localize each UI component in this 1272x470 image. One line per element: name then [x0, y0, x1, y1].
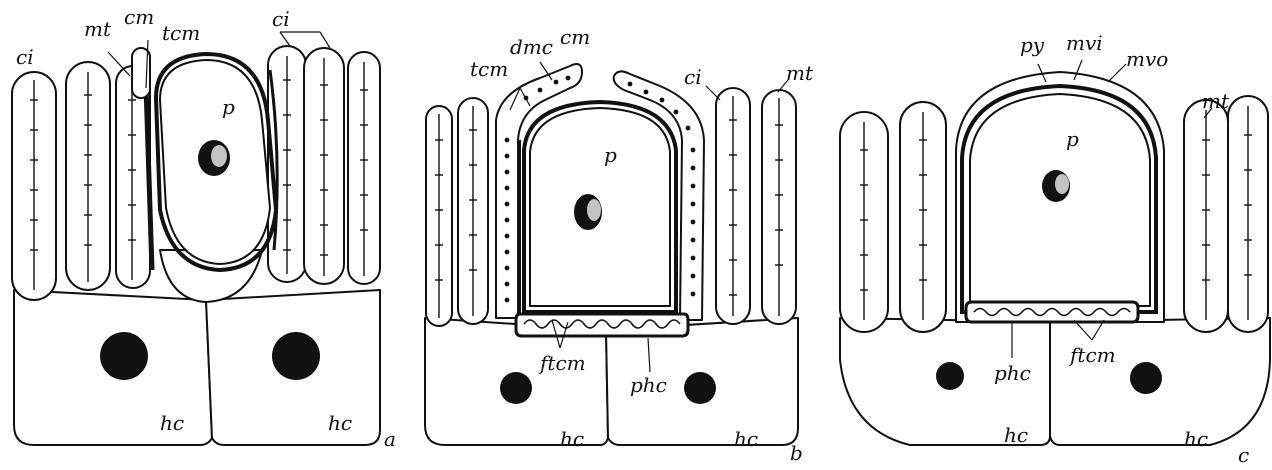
label-cm: cm — [124, 5, 154, 29]
label-tcm: tcm — [162, 21, 200, 45]
label-dmc: dmc — [510, 35, 553, 59]
label-hc: hc — [1184, 427, 1208, 451]
label-phc: phc — [994, 361, 1031, 385]
panel-letter: b — [790, 441, 803, 465]
panel-letter: a — [384, 427, 396, 451]
label-hc: hc — [328, 411, 352, 435]
label-hc: hc — [160, 411, 184, 435]
label-ftcm: ftcm — [1068, 343, 1116, 367]
label-ci: ci — [684, 65, 702, 89]
panel-c: py mvi mvo mt p phc ftcm hc hc c — [840, 31, 1270, 467]
panel-b: tcm dmc cm ci mt p ftcm phc hc hc b — [425, 25, 814, 465]
label-ftcm: ftcm — [538, 351, 586, 375]
label-mvo: mvo — [1126, 47, 1168, 71]
label-mvi: mvi — [1066, 31, 1103, 55]
panel-a: ci mt cm tcm ci p hc hc a — [12, 5, 396, 451]
host-nucleus — [272, 332, 320, 380]
host-nucleus — [1130, 362, 1162, 394]
label-p: p — [222, 95, 235, 119]
host-nucleus — [684, 372, 716, 404]
label-hc: hc — [734, 427, 758, 451]
host-nucleus — [936, 362, 964, 390]
label-tcm: tcm — [470, 57, 508, 81]
label-cm: cm — [560, 25, 590, 49]
label-hc: hc — [1004, 423, 1028, 447]
panel-letter: c — [1238, 443, 1249, 467]
label-mt: mt — [1202, 89, 1230, 113]
label-py: py — [1020, 33, 1045, 57]
host-nucleus — [100, 332, 148, 380]
label-mt: mt — [786, 61, 814, 85]
label-p: p — [1066, 127, 1079, 151]
label-p: p — [604, 143, 617, 167]
label-ci: ci — [16, 45, 34, 69]
host-nucleus — [500, 372, 532, 404]
label-mt: mt — [84, 17, 112, 41]
label-ci: ci — [272, 7, 290, 31]
label-hc: hc — [560, 427, 584, 451]
ftcm-band — [516, 314, 688, 336]
ftcm-band — [966, 302, 1138, 322]
label-phc: phc — [630, 373, 667, 397]
